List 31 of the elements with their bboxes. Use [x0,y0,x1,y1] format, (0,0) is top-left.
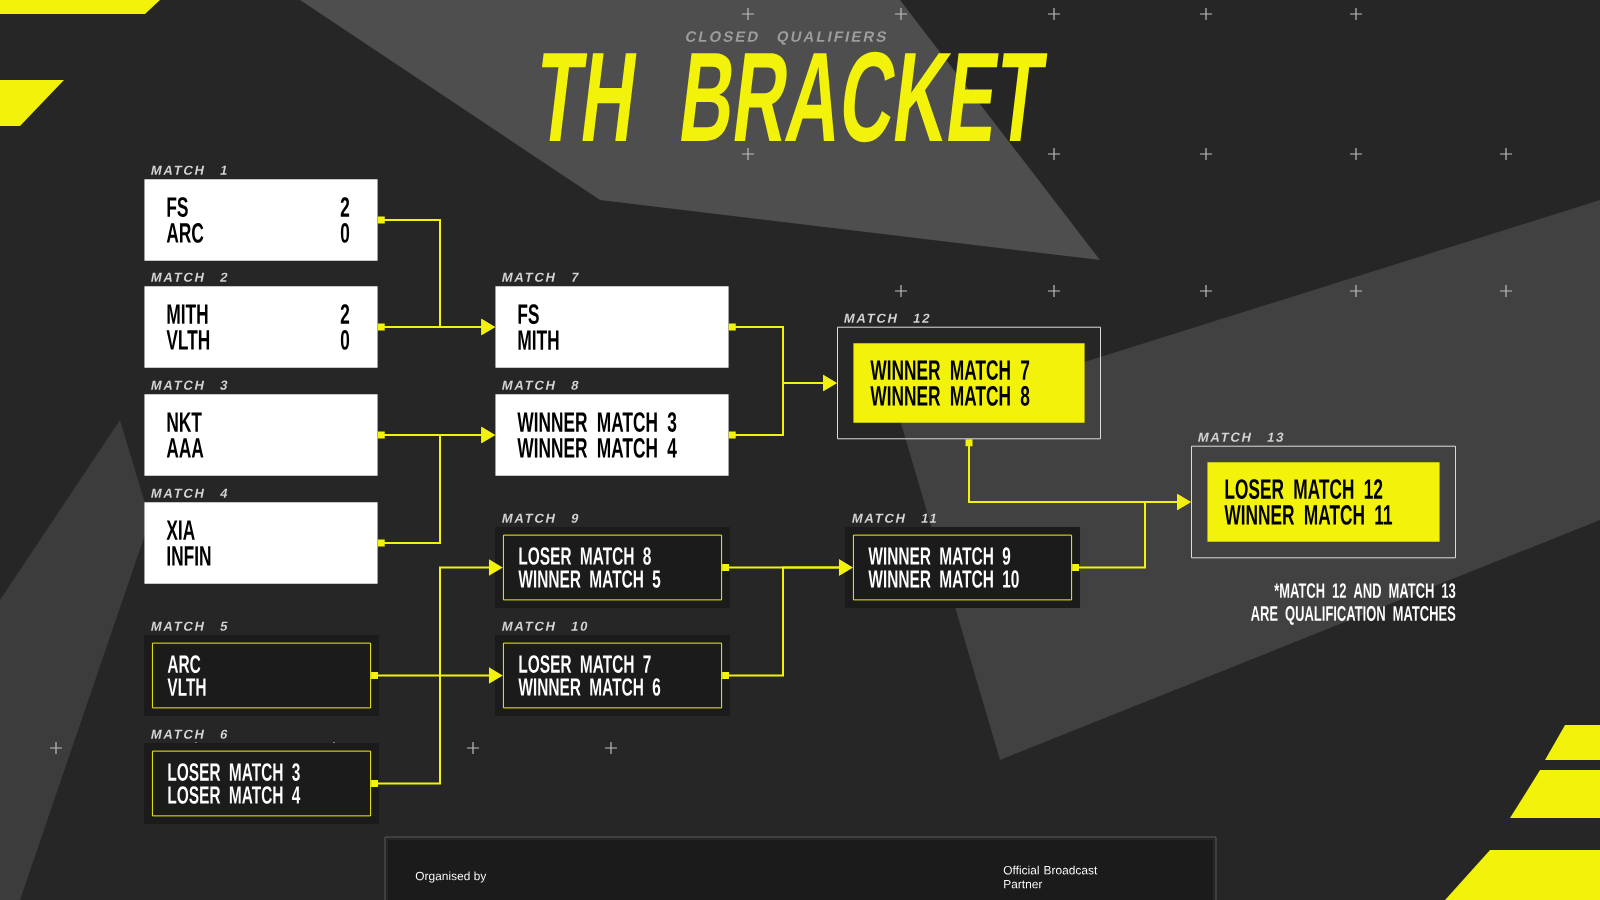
match-heading: MATCH 12 [844,313,930,323]
match-heading: MATCH 11 [852,513,936,523]
match-heading: MATCH 1 [151,165,227,175]
match-heading: MATCH 5 [151,621,228,631]
match-box: ARC VLTH [144,635,379,716]
match-box: WINNER MATCH 7 WINNER MATCH 8 [837,326,1102,440]
match-box: WINNER MATCH 9 WINNER MATCH 10 [845,527,1080,608]
score: 2 0 [340,197,350,243]
match-box: FS MITH [495,286,729,368]
match-box: NKT AAA [144,394,378,476]
score: 2 0 [340,304,350,350]
match-box: LOSER MATCH 3 LOSER MATCH 4 [144,743,379,824]
match-heading: MATCH 8 [502,380,579,390]
footer-text: Official Broadcast Partner [1003,865,1098,889]
match-heading: MATCH 10 [502,621,588,631]
match-heading: MATCH 3 [151,380,228,390]
match-heading: MATCH 6 [151,729,228,739]
subtitle: CLOSED QUALIFIERS [686,31,887,45]
match-heading: MATCH 4 [151,488,228,498]
match-heading: MATCH 13 [1198,432,1284,442]
match-heading: MATCH 2 [151,272,228,282]
match-heading: MATCH 7 [502,272,579,282]
match-box: LOSER MATCH 12 WINNER MATCH 11 [1191,445,1457,559]
match-box: LOSER MATCH 7 WINNER MATCH 6 [495,635,730,716]
footer-text: Organised by [415,871,487,883]
match-box: XIA INFIN [144,502,378,584]
match-heading: MATCH 9 [502,513,579,523]
match-box: LOSER MATCH 8 WINNER MATCH 5 [495,527,730,608]
title: TH BRACKET [541,51,1048,143]
match-box: WINNER MATCH 3 WINNER MATCH 4 [495,394,729,476]
footnote: *MATCH 12 AND MATCH 13 ARE QUALIFICATION MATCHES [1251,583,1456,625]
